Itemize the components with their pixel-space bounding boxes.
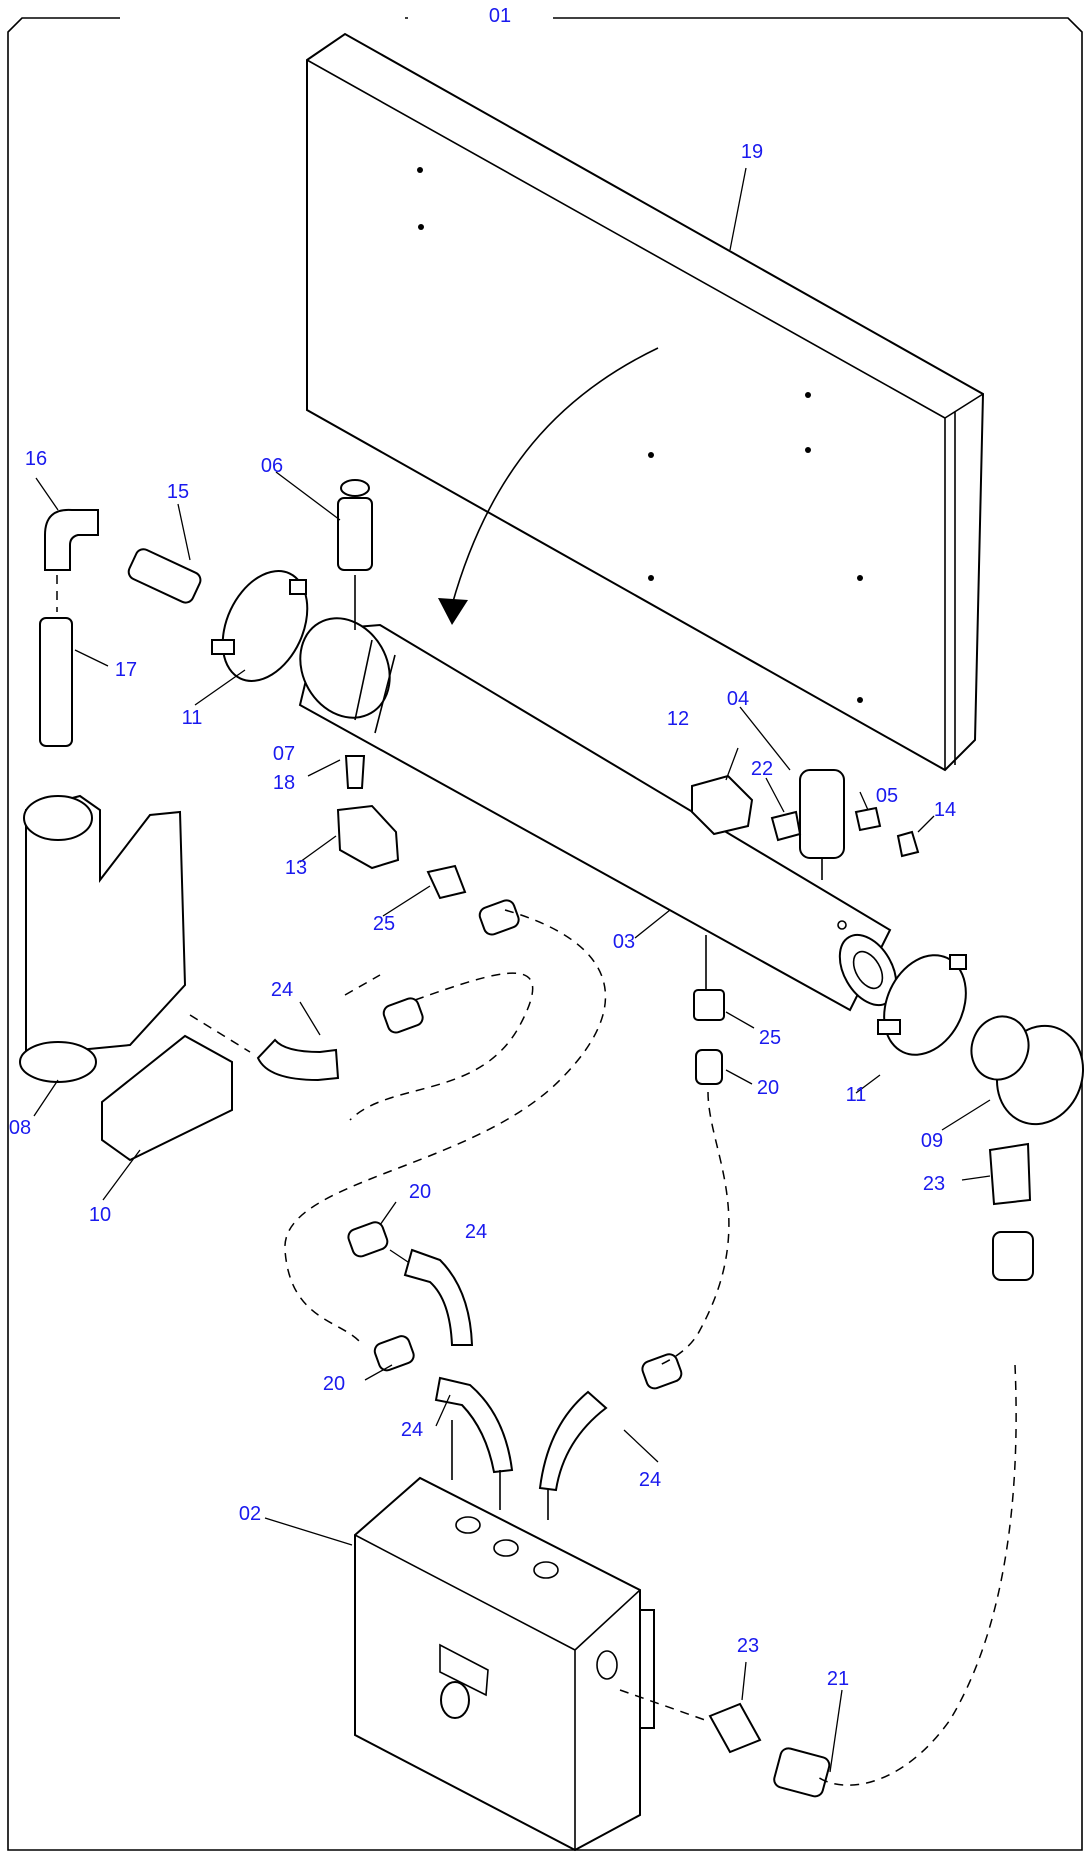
- label-25-b: 25: [759, 1027, 781, 1049]
- sleeve-20-c: [373, 1335, 415, 1372]
- valve-04: [799, 769, 845, 880]
- elbow-24-b: [403, 1248, 474, 1346]
- label-16: 16: [25, 448, 47, 470]
- label-03: 03: [613, 931, 635, 953]
- sleeve-21: [773, 1747, 831, 1798]
- label-24-d: 24: [639, 1469, 661, 1491]
- mounting-arrow: [451, 347, 659, 606]
- label-09: 09: [921, 1130, 943, 1152]
- hose-dashed-3: [659, 1091, 730, 1366]
- housing-08: [19, 794, 187, 1083]
- tube-03: [298, 617, 898, 1012]
- frame-border: [7, 17, 1083, 1851]
- label-15: 15: [167, 481, 189, 503]
- label-10: 10: [89, 1204, 111, 1226]
- elbow-24-a: [256, 1038, 340, 1082]
- fitting-22: [770, 810, 802, 842]
- label-05: 05: [876, 785, 898, 807]
- fitting-23-top: [988, 1142, 1032, 1206]
- plug-14: [896, 830, 920, 858]
- bracket-10: [101, 1034, 233, 1162]
- label-21: 21: [827, 1668, 849, 1690]
- label-20-c: 20: [323, 1373, 345, 1395]
- fitting-07: [344, 755, 366, 789]
- label-04: 04: [727, 688, 749, 710]
- valve-06: [337, 479, 373, 630]
- hose-dashed-5: [189, 1014, 251, 1053]
- clamp-11-left: [211, 570, 309, 682]
- label-23-bottom: 23: [737, 1635, 759, 1657]
- label-24-a: 24: [271, 979, 293, 1001]
- label-02: 02: [239, 1503, 261, 1525]
- label-20-b: 20: [409, 1181, 431, 1203]
- label-25-a: 25: [373, 913, 395, 935]
- hose-dashed-1: [284, 909, 607, 1343]
- elbow-24-d: [538, 1390, 608, 1492]
- arrow-head: [438, 598, 468, 625]
- sleeve-20-a: [695, 1049, 723, 1085]
- title-number: 01: [489, 5, 511, 27]
- leader-lines: [33, 167, 991, 1773]
- sleeve-20-right: [641, 1353, 683, 1390]
- label-11-right: 11: [846, 1084, 867, 1106]
- sleeve-20-mid: [382, 997, 424, 1034]
- label-18: 18: [273, 772, 295, 794]
- label-08: 08: [9, 1117, 31, 1139]
- fitting-25-b: [693, 989, 725, 1021]
- label-11-left: 11: [182, 707, 203, 729]
- nipple-15: [127, 548, 202, 604]
- fitting-23-bottom: [708, 1702, 762, 1754]
- tee-13: [336, 804, 400, 870]
- fitting-05: [854, 806, 882, 832]
- elbow-24-c: [434, 1376, 514, 1474]
- label-22: 22: [751, 758, 773, 780]
- pipe-23: [992, 1231, 1034, 1281]
- label-12: 12: [667, 708, 689, 730]
- label-07: 07: [273, 743, 295, 765]
- label-06: 06: [261, 455, 283, 477]
- elbow-16: [44, 508, 99, 571]
- label-24-c: 24: [401, 1419, 423, 1441]
- box-02: [354, 1476, 655, 1852]
- label-14: 14: [934, 799, 956, 821]
- label-23-top: 23: [923, 1173, 945, 1195]
- clamp-11-right: [877, 954, 967, 1056]
- label-13: 13: [285, 857, 307, 879]
- label-17: 17: [115, 659, 137, 681]
- label-24-b: 24: [465, 1221, 487, 1243]
- hose-dashed-4: [814, 1364, 1017, 1786]
- label-20-a: 20: [757, 1077, 779, 1099]
- panel-19: [306, 32, 985, 772]
- sleeve-20-top: [478, 899, 520, 936]
- sleeve-20-b: [347, 1221, 389, 1258]
- fitting-25-a: [426, 864, 467, 900]
- hose-dashed-2: [349, 972, 534, 1121]
- label-19: 19: [741, 141, 763, 163]
- cap-09: [970, 1015, 1085, 1126]
- pipe-17: [39, 617, 73, 747]
